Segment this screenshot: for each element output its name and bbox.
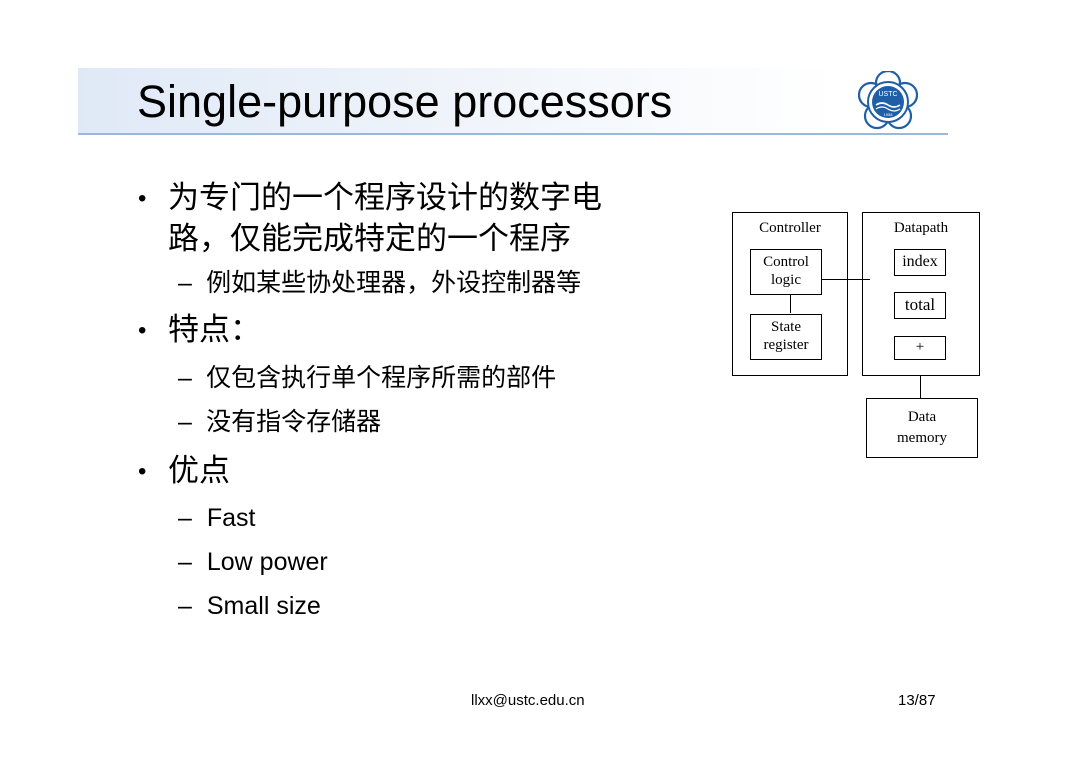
state-register-box: State register [750,314,822,360]
ustc-logo: USTC 1958 [857,69,919,131]
slide-title: Single-purpose processors [137,76,673,127]
dash-marker: – [178,504,192,532]
state-register-label-1: State [771,319,801,335]
total-label: total [904,295,936,314]
bullet-marker: • [138,458,147,485]
bullet-3-line-1: 优点 [168,453,230,489]
sub-bullet-3-1: – Fast [178,501,255,535]
datapath-box: Datapath index total + [862,212,980,376]
sub-bullet-2-1: – 仅包含执行单个程序所需的部件 [178,361,556,396]
control-logic-box: Control logic [750,249,822,295]
control-logic-label-1: Control [763,254,809,270]
logo-ustc-text: USTC [878,91,897,98]
bullet-1-line-1: 为专门的一个程序设计的数字电 [168,180,602,216]
processor-diagram: Controller Control logic State register … [730,210,982,462]
data-memory-box: Data memory [866,398,978,458]
sub-bullet-1-1: – 例如某些协处理器，外设控制器等 [178,266,581,301]
logo-year-text: 1958 [884,112,894,117]
controller-label: Controller [759,220,821,236]
logic-register-connector [790,294,791,313]
sub-bullet-3-2: – Low power [178,545,328,579]
sub-bullet-2-2: – 没有指令存储器 [178,405,381,440]
total-register-box: total [894,292,946,319]
data-memory-label-1: Data [907,409,937,425]
page-number: 13/87 [898,692,936,709]
bullet-marker: • [138,185,147,212]
title-band [78,68,838,134]
sub-bullet-text: 仅包含执行单个程序所需的部件 [206,363,557,392]
title-underline [78,133,948,135]
control-logic-label-2: logic [771,272,801,288]
sub-bullet-text: 例如某些协处理器，外设控制器等 [206,268,582,297]
sub-bullet-text: 没有指令存储器 [206,407,382,436]
sub-bullet-text: Fast [206,504,256,532]
state-register-label-2: register [763,337,809,353]
dash-marker: – [178,269,192,297]
datapath-memory-connector [920,375,921,399]
sub-bullet-text: Small size [206,592,321,620]
bullet-2-line-1: 特点： [168,312,261,348]
dash-marker: – [178,548,192,576]
sub-bullet-3-3: – Small size [178,589,321,623]
adder-label: + [915,339,925,355]
index-label: index [902,253,938,270]
dash-marker: – [178,592,192,620]
adder-box: + [894,336,946,360]
index-register-box: index [894,249,946,276]
dash-marker: – [178,408,192,436]
bullet-1-line-2: 路，仅能完成特定的一个程序 [168,221,571,257]
sub-bullet-text: Low power [206,548,328,576]
controller-datapath-connector [822,279,870,280]
bullet-marker: • [138,317,147,344]
data-memory-label-2: memory [897,430,947,446]
datapath-label: Datapath [893,220,949,236]
footer-email: llxx@ustc.edu.cn [471,692,585,709]
dash-marker: – [178,364,192,392]
